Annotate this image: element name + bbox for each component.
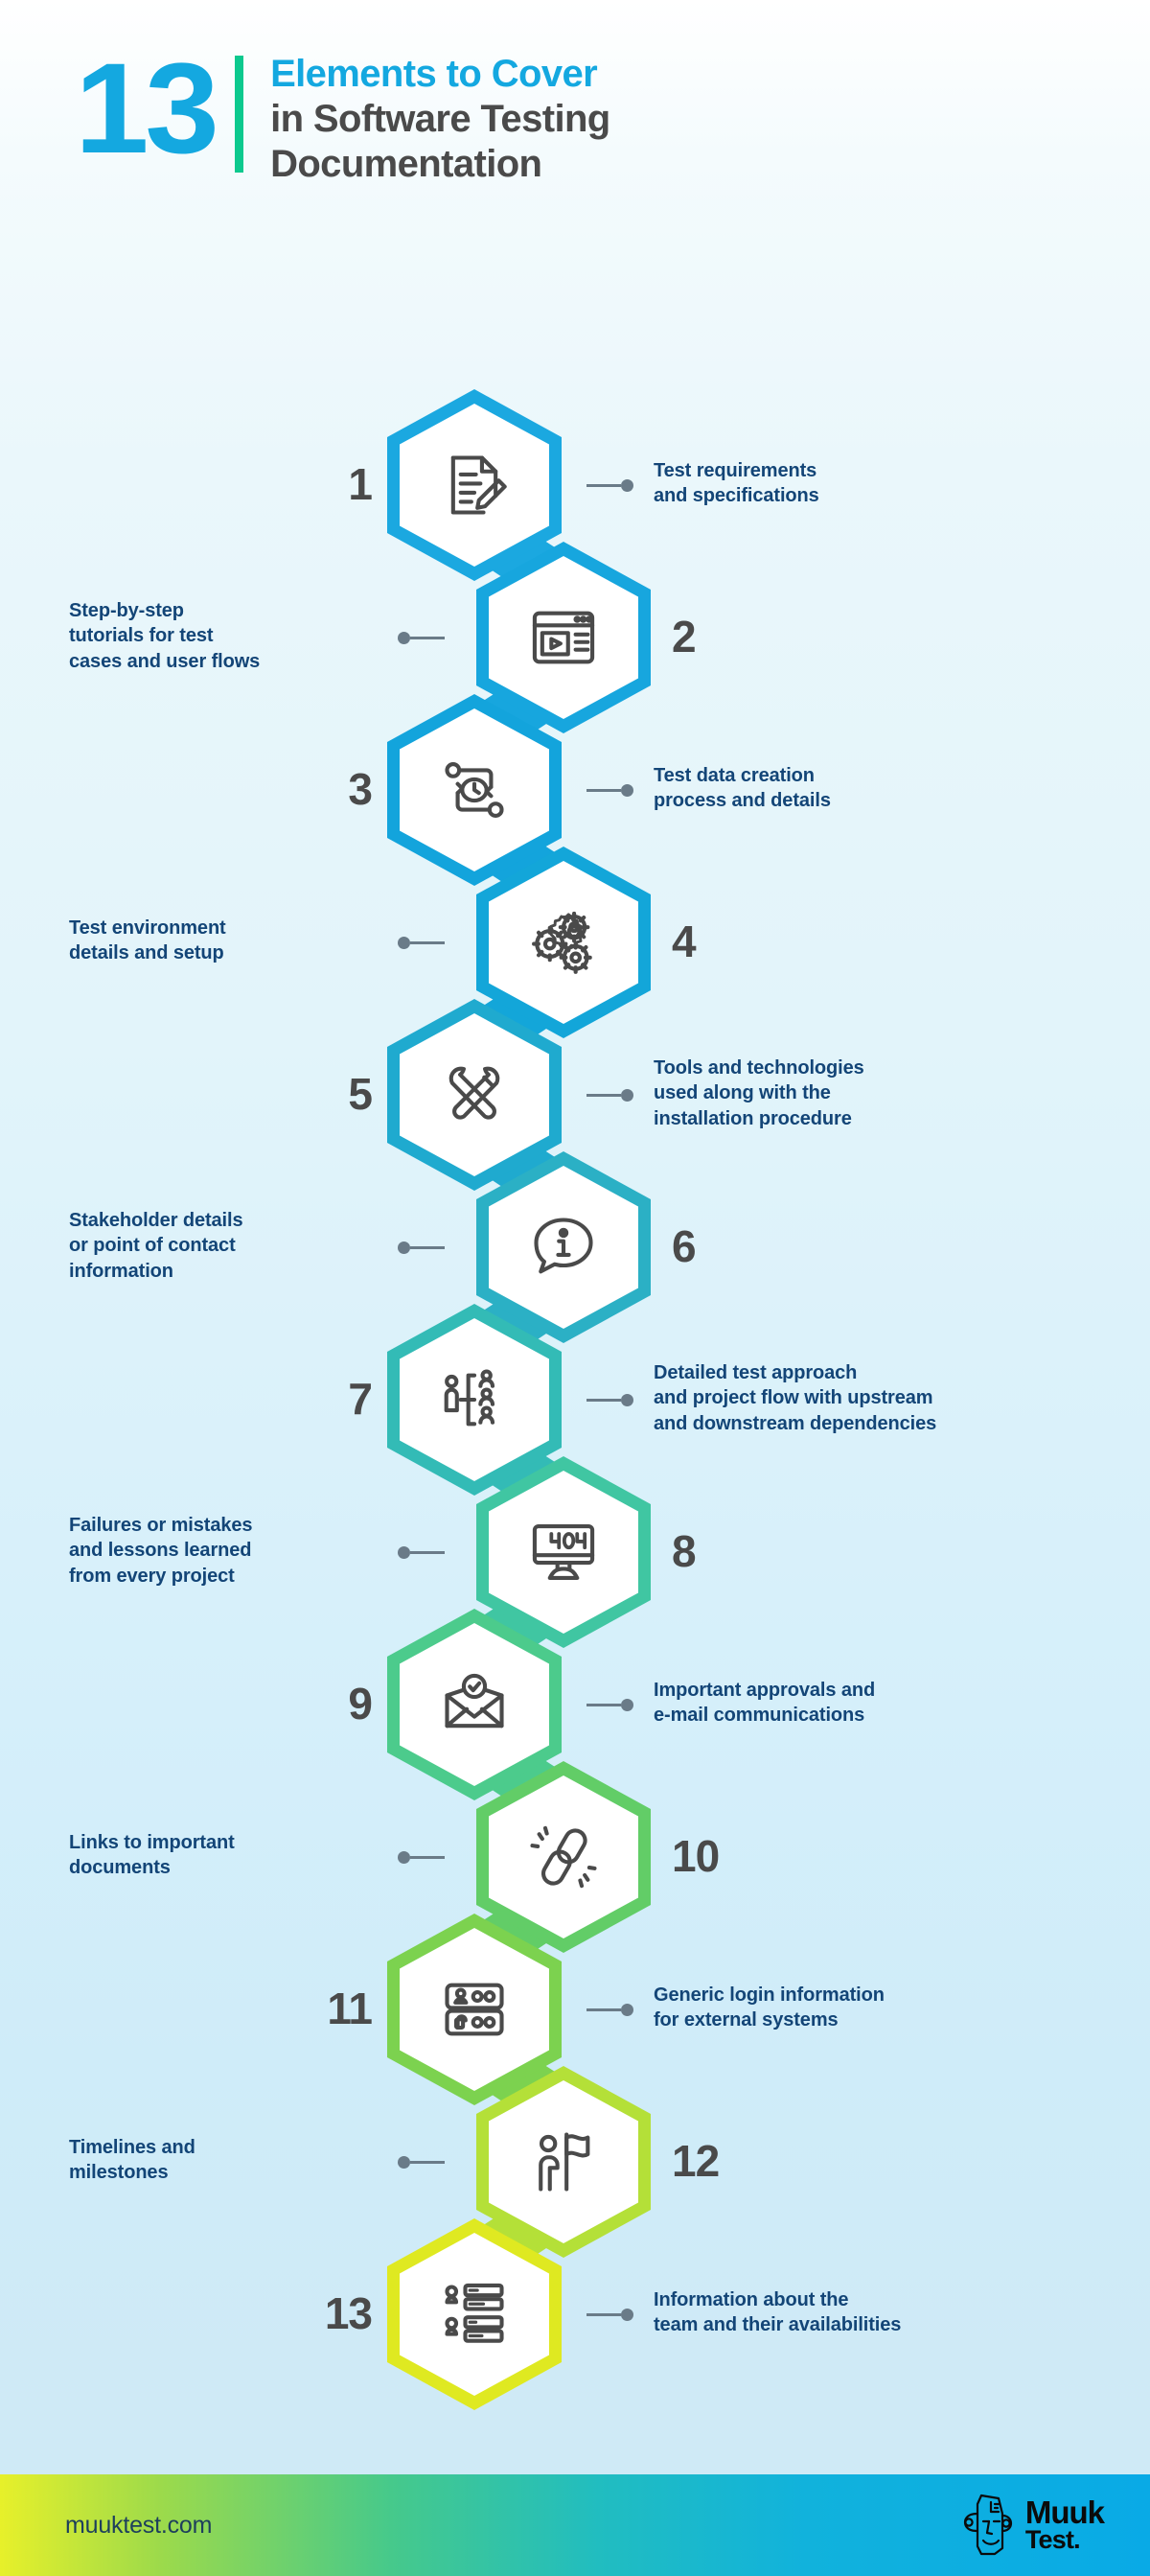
step-number-6: 6	[672, 1221, 697, 1271]
brand-line-2: Test.	[1024, 2524, 1081, 2554]
step-number-2: 2	[672, 612, 697, 661]
leader-stem	[410, 2160, 445, 2164]
leader-stem	[586, 1398, 621, 1402]
footer: muuktest.com Muuk Test.	[0, 2474, 1150, 2576]
leader-stem	[586, 788, 621, 792]
leader-dot	[621, 1698, 633, 1711]
step-caption-1: Test requirements and specifications	[654, 460, 819, 507]
leader-stem	[586, 2312, 621, 2316]
step-caption-6: Stakeholder details or point of contact …	[69, 1210, 243, 1282]
title-line-2: in Software Testing	[270, 97, 610, 140]
monitor-404-error-icon	[489, 1471, 638, 1634]
step-caption-11: Generic login information for external s…	[654, 1984, 885, 2031]
step-number-9: 9	[348, 1679, 373, 1729]
hexagon-step-12[interactable]	[476, 2066, 651, 2258]
leader-line-9	[586, 1698, 633, 1711]
leader-line-10	[398, 1850, 445, 1864]
leader-dot	[621, 2308, 633, 2321]
step-number-10: 10	[672, 1831, 720, 1881]
hexagon-step-11[interactable]	[387, 1914, 562, 2105]
leader-line-3	[586, 783, 633, 797]
step-number-4: 4	[672, 917, 697, 966]
step-caption-8: Failures or mistakes and lessons learned…	[69, 1515, 253, 1587]
step-caption-4: Test environment details and setup	[69, 917, 226, 964]
brand-logo: Muuk Test.	[960, 2493, 1105, 2558]
info-speech-bubble-icon	[489, 1166, 638, 1329]
leader-dot	[398, 1545, 410, 1559]
title-line-3: Documentation	[270, 142, 542, 185]
envelope-check-icon	[400, 1623, 549, 1786]
chain-link-icon	[489, 1775, 638, 1938]
hexagon-step-3[interactable]	[387, 694, 562, 886]
step-caption-7: Detailed test approach and project flow …	[654, 1362, 937, 1434]
leader-stem	[586, 483, 621, 487]
leader-dot	[398, 2155, 410, 2169]
leader-dot	[621, 1088, 633, 1102]
leader-dot	[621, 478, 633, 492]
brand-wordmark: Muuk Test.	[1024, 2495, 1105, 2554]
hexagon-step-13[interactable]	[387, 2218, 562, 2410]
step-number-12: 12	[672, 2136, 720, 2186]
hexagon-step-6[interactable]	[476, 1151, 651, 1343]
step-number-8: 8	[672, 1526, 697, 1576]
hexagon-step-5[interactable]	[387, 999, 562, 1191]
hexagon-step-10[interactable]	[476, 1761, 651, 1953]
header-big-number: 13	[75, 37, 219, 180]
leader-dot	[398, 1241, 410, 1254]
footer-website-url[interactable]: muuktest.com	[65, 2511, 213, 2539]
leader-line-1	[586, 478, 633, 492]
step-number-1: 1	[348, 459, 373, 509]
leader-stem	[410, 1245, 445, 1249]
leader-stem	[586, 1093, 621, 1097]
header: 13 Elements to Cover in Software Testing…	[75, 37, 610, 186]
leader-stem	[410, 1855, 445, 1859]
leader-line-13	[586, 2308, 633, 2321]
step-number-3: 3	[348, 764, 373, 814]
hexagon-step-7[interactable]	[387, 1304, 562, 1496]
leader-line-6	[398, 1241, 445, 1254]
leader-stem	[410, 940, 445, 944]
step-caption-3: Test data creation process and details	[654, 765, 831, 812]
leader-line-4	[398, 936, 445, 949]
wrench-and-pencil-icon	[400, 1013, 549, 1176]
leader-line-7	[586, 1393, 633, 1406]
leader-dot	[621, 1393, 633, 1406]
leader-dot	[621, 2003, 633, 2016]
leader-line-5	[586, 1088, 633, 1102]
leader-dot	[621, 783, 633, 797]
step-caption-10: Links to important documents	[69, 1832, 235, 1879]
step-caption-9: Important approvals and e-mail communica…	[654, 1680, 876, 1727]
leader-line-8	[398, 1545, 445, 1559]
leader-stem	[586, 2007, 621, 2011]
step-number-13: 13	[324, 2288, 373, 2338]
hexagon-step-8[interactable]	[476, 1456, 651, 1648]
step-caption-2: Step-by-step tutorials for test cases an…	[69, 600, 261, 672]
leader-stem	[410, 636, 445, 639]
hexagon-step-2[interactable]	[476, 542, 651, 733]
step-number-11: 11	[327, 1984, 373, 2033]
leader-stem	[410, 1550, 445, 1554]
leader-dot	[398, 631, 410, 644]
muuk-face-icon	[963, 2494, 1012, 2556]
leader-dot	[398, 1850, 410, 1864]
step-caption-12: Timelines and milestones	[69, 2137, 196, 2184]
leader-line-12	[398, 2155, 445, 2169]
hexagon-step-9[interactable]	[387, 1609, 562, 1800]
hexagon-step-1[interactable]	[387, 389, 562, 581]
org-chart-people-icon	[400, 1318, 549, 1481]
leader-line-2	[398, 631, 445, 644]
hexagon-step-4[interactable]	[476, 847, 651, 1038]
leader-line-11	[586, 2003, 633, 2016]
step-caption-13: Information about the team and their ava…	[654, 2289, 902, 2336]
step-number-7: 7	[348, 1374, 373, 1424]
leader-stem	[586, 1703, 621, 1706]
step-number-5: 5	[348, 1069, 373, 1119]
title-line-1: Elements to Cover	[270, 53, 598, 95]
step-caption-5: Tools and technologies used along with t…	[654, 1057, 864, 1129]
header-divider-rule	[235, 56, 244, 174]
brand-line-1: Muuk	[1024, 2495, 1105, 2531]
header-title: Elements to Cover in Software Testing Do…	[270, 50, 610, 186]
leader-dot	[398, 936, 410, 949]
